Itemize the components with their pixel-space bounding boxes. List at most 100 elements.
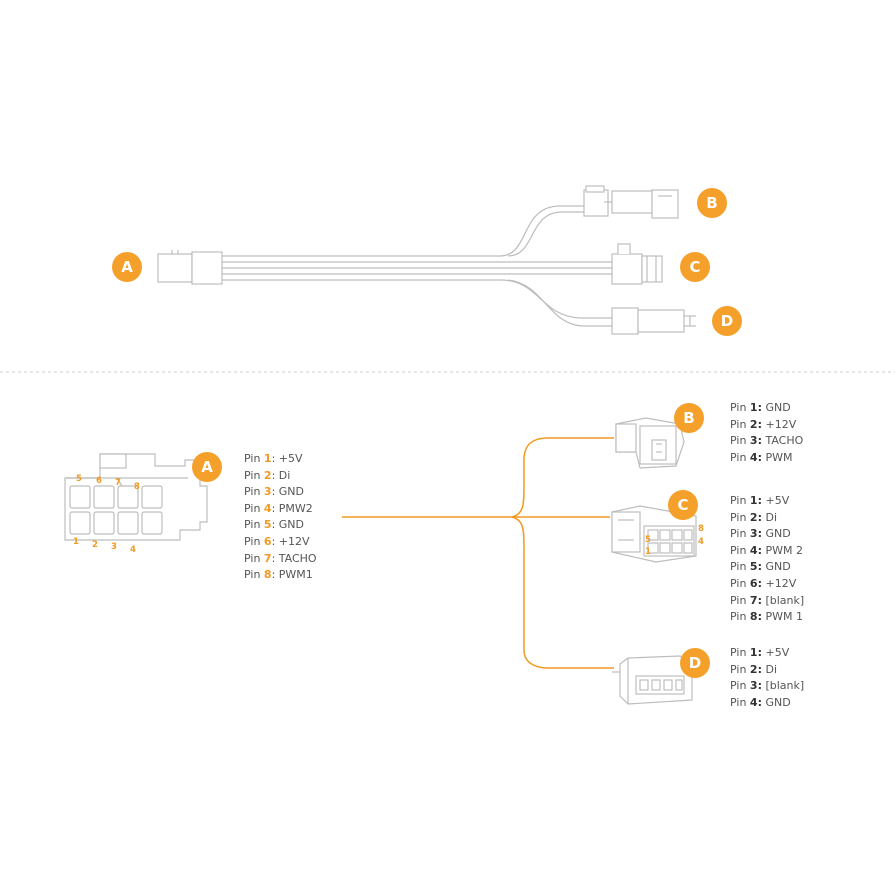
connector-a-pin-label: 8 (134, 482, 140, 492)
pin-label: Pin (244, 534, 264, 548)
pin-num: 3: (749, 527, 762, 541)
pin-num: 3: (749, 679, 762, 693)
connector-c-detail (611, 505, 697, 563)
pin-value: : TACHO (271, 551, 317, 565)
pin-row: Pin 1: +5V (730, 645, 804, 662)
pin-row: Pin 8: PWM1 (244, 567, 317, 584)
pin-label: Pin (730, 434, 750, 448)
pin-value: : PMW2 (271, 501, 313, 515)
connector-c-pin-label: 8 (698, 524, 704, 534)
pin-value: Di (761, 662, 778, 676)
top-connector-a-body (157, 253, 193, 283)
pin-row: Pin 2: +12V (730, 417, 803, 434)
pin-num: 6 (263, 534, 272, 548)
pin-num: 3: (749, 434, 762, 448)
pin-label: Pin (730, 494, 750, 507)
pin-num: 7: (749, 593, 762, 607)
pin-row: Pin 6: +12V (244, 534, 317, 551)
pin-row: Pin 2: Di (730, 510, 804, 527)
pin-value: +12V (761, 576, 797, 590)
pin-value: +5V (761, 646, 790, 659)
pin-num: 2: (749, 662, 762, 676)
pin-label: Pin (730, 527, 750, 541)
top-badge-d: D (712, 306, 742, 336)
pin-value: GND (761, 527, 791, 541)
pin-label: Pin (730, 695, 750, 709)
pin-value: : GND (271, 518, 305, 532)
pin-num: 4: (749, 543, 762, 557)
pin-label: Pin (730, 510, 750, 524)
connector-a-pin-label: 1 (73, 537, 79, 547)
bottom-badge-b: B (674, 403, 704, 433)
pin-value: +12V (761, 417, 797, 431)
pin-num: 5: (749, 560, 762, 574)
pin-row: Pin 3: GND (244, 484, 317, 501)
pin-num: 8: (749, 610, 762, 624)
pin-num: 1: (749, 401, 762, 414)
connection-lines (342, 437, 614, 669)
pin-value: TACHO (761, 434, 804, 448)
pin-num: 4: (749, 695, 762, 709)
pin-row: Pin 3: [blank] (730, 678, 804, 695)
pin-num: 3 (263, 485, 272, 499)
pin-label: Pin (730, 401, 750, 414)
top-connector-a-latch (191, 251, 223, 285)
pin-label: Pin (730, 679, 750, 693)
pin-row: Pin 8: PWM 1 (730, 609, 804, 626)
connector-c-pin-label: 5 (645, 535, 651, 545)
pin-num: 2: (749, 510, 762, 524)
pin-num: 2 (263, 468, 272, 482)
pin-label: Pin (244, 485, 264, 499)
pin-label: Pin (244, 452, 264, 465)
connector-a-pin-label: 2 (92, 540, 98, 550)
pin-value: [blank] (761, 593, 805, 607)
pin-label: Pin (244, 501, 264, 515)
cable-illustration (157, 185, 696, 335)
bottom-badge-d: D (680, 648, 710, 678)
top-badge-b: B (697, 188, 727, 218)
connector-a-pin-label: 7 (115, 478, 121, 488)
pin-value: +5V (761, 494, 790, 507)
pin-value: PWM 2 (761, 543, 803, 557)
pin-row: Pin 3: GND (730, 526, 804, 543)
pin-value: Di (761, 510, 778, 524)
pin-row: Pin 6: +12V (730, 576, 804, 593)
pin-row: Pin 7: TACHO (244, 551, 317, 568)
pin-row: Pin 2: Di (244, 468, 317, 485)
pin-label: Pin (730, 417, 750, 431)
pin-label: Pin (244, 568, 264, 582)
pin-row: Pin 5: GND (730, 559, 804, 576)
pin-value: : +12V (271, 534, 310, 548)
pin-label: Pin (730, 576, 750, 590)
top-badge-c: C (680, 252, 710, 282)
connector-d-detail (612, 655, 693, 705)
pin-label: Pin (730, 593, 750, 607)
connector-a-pin-label: 4 (130, 545, 136, 555)
pin-label: Pin (244, 518, 264, 532)
bottom-badge-c: C (668, 490, 698, 520)
pin-num: 1: (749, 494, 762, 507)
pin-value: : GND (271, 485, 305, 499)
pin-row: Pin 4: PMW2 (244, 501, 317, 518)
pin-row: Pin 4: PWM 2 (730, 543, 804, 560)
pin-num: 2: (749, 417, 762, 431)
pin-num: 7 (263, 551, 272, 565)
connector-c-pin-label: 4 (698, 537, 704, 547)
pin-row: Pin 1: GND (730, 400, 803, 417)
pin-row: Pin 4: GND (730, 695, 804, 712)
pin-label: Pin (244, 468, 264, 482)
connector-a-pin-label: 6 (96, 476, 102, 486)
top-badge-a: A (112, 252, 142, 282)
pin-row: Pin 7: [blank] (730, 593, 804, 610)
pin-row: Pin 1: +5V (730, 493, 804, 510)
bottom-badge-a: A (192, 452, 222, 482)
pin-value: GND (761, 560, 791, 574)
pin-label: Pin (730, 610, 750, 624)
pin-num: 4: (749, 450, 762, 464)
pin-value: : Di (271, 468, 291, 482)
pin-value: : +5V (271, 452, 303, 465)
